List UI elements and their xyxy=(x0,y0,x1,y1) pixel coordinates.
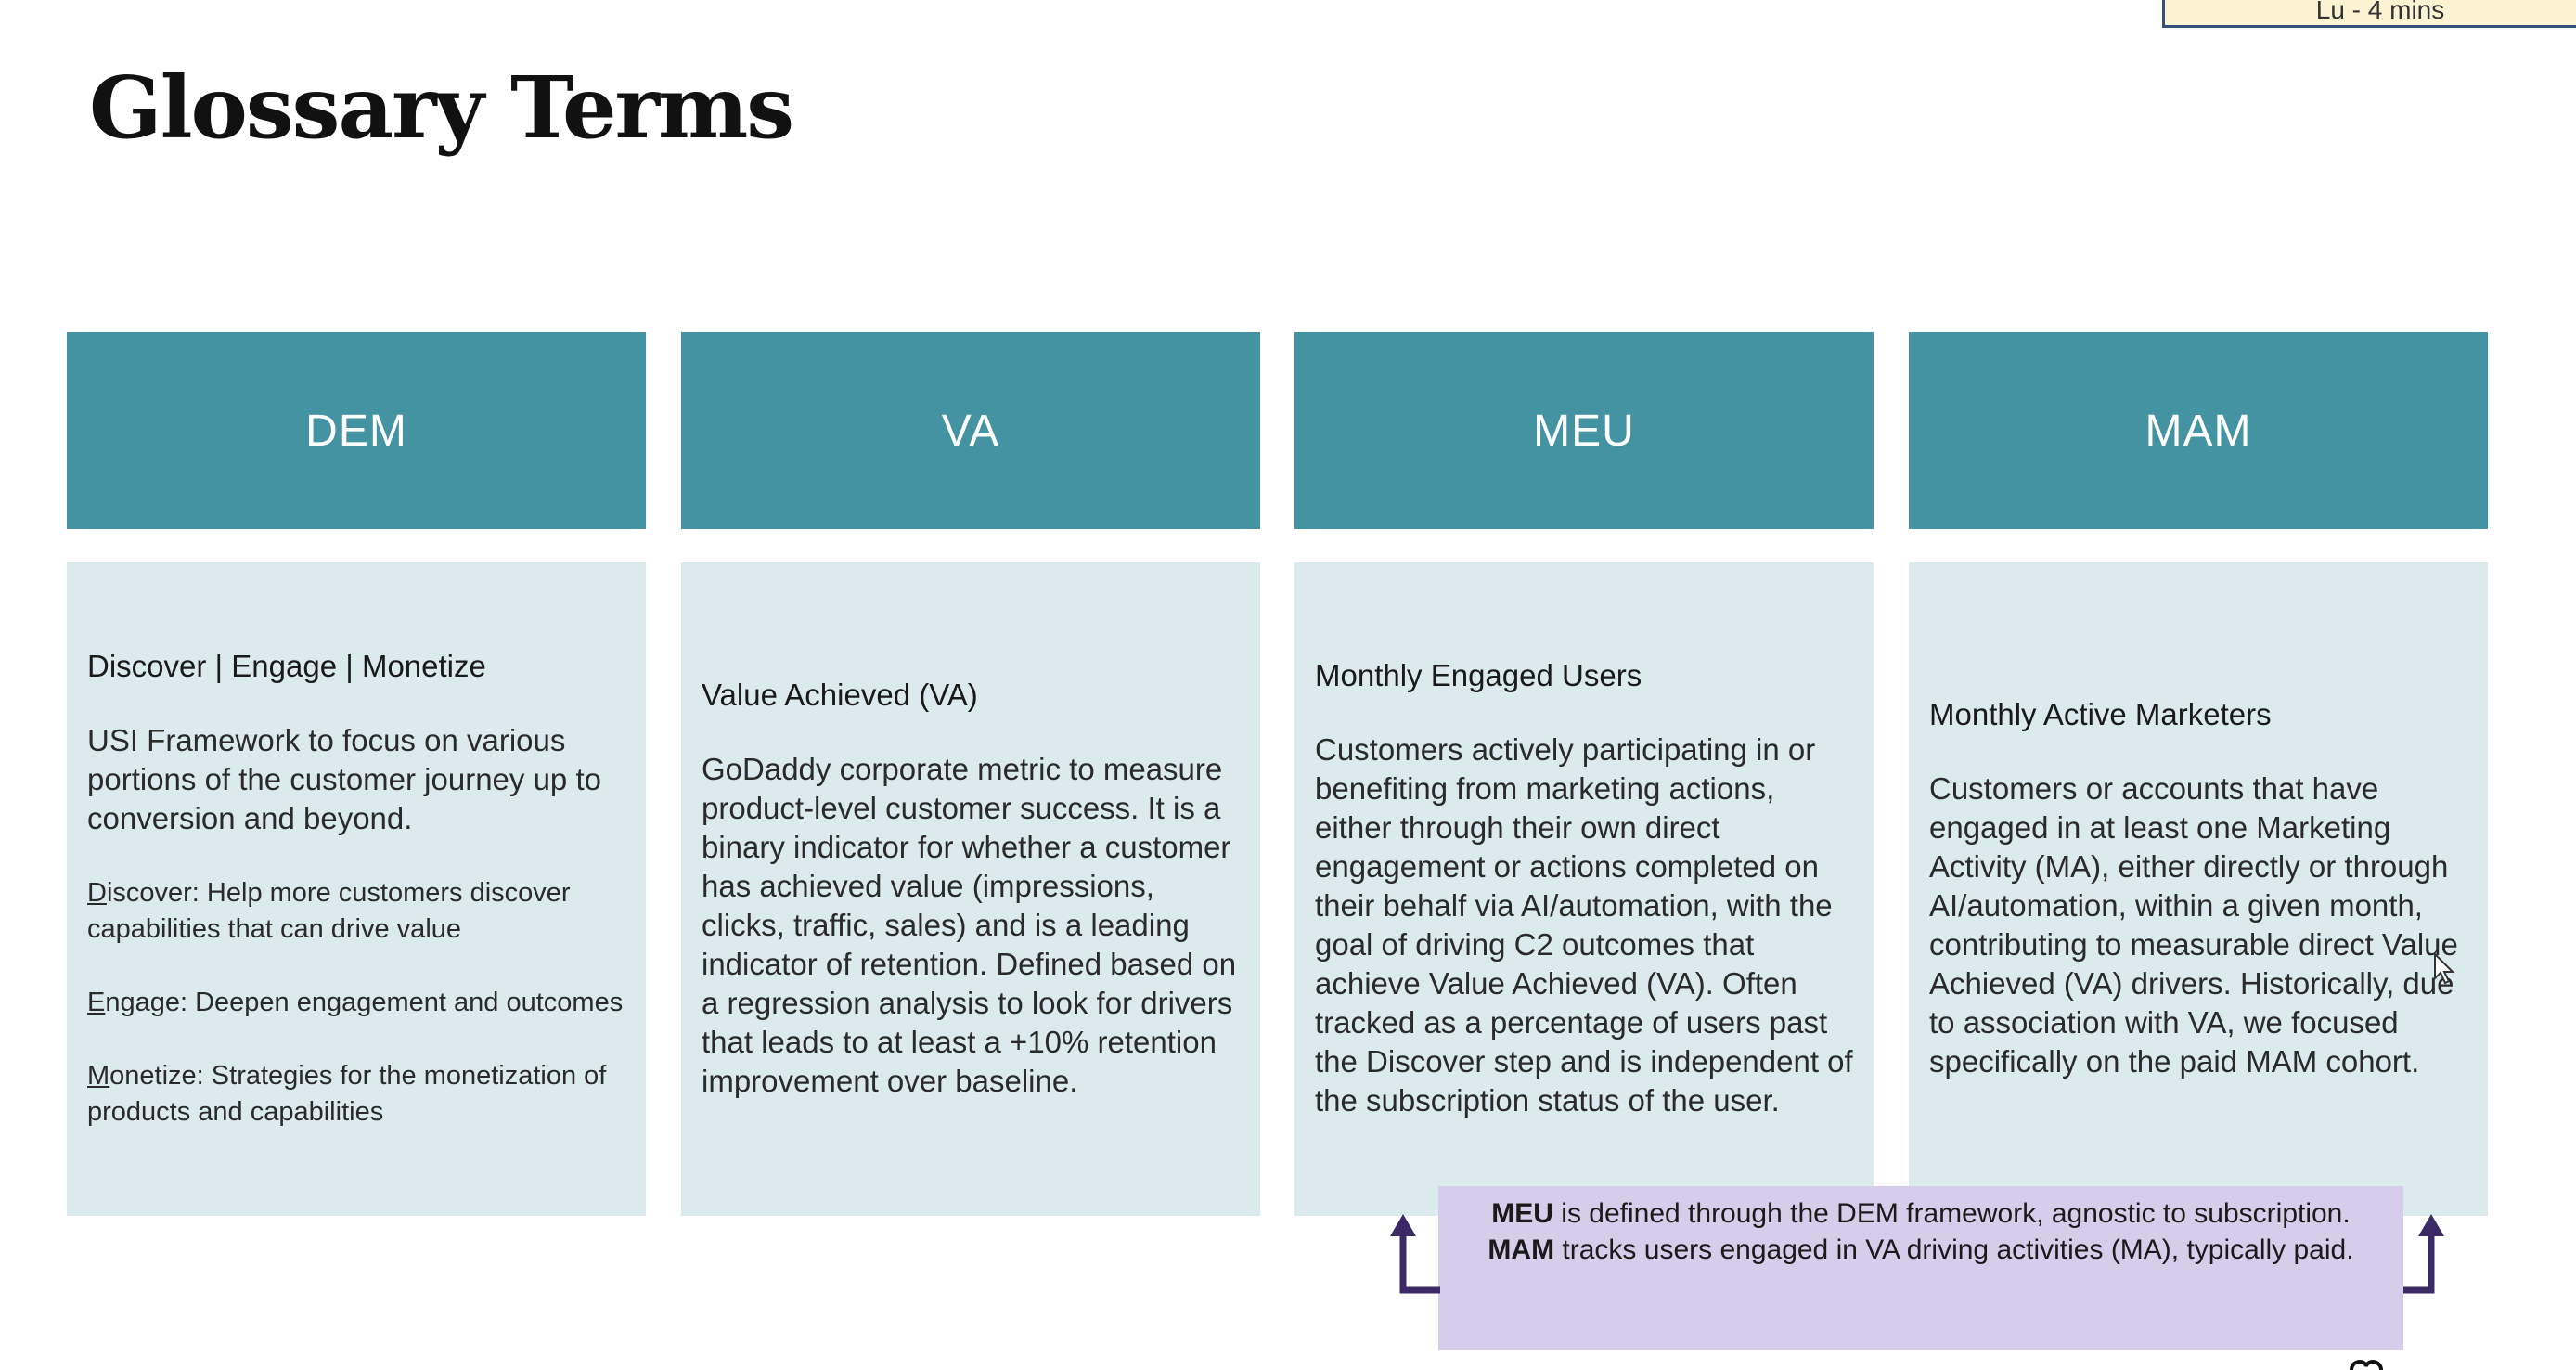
note-line-mam: MAM tracks users engaged in VA driving a… xyxy=(1475,1232,2366,1268)
term-desc-dem: USI Framework to focus on various portio… xyxy=(87,722,601,835)
mouse-cursor-icon xyxy=(2434,952,2455,985)
column-va: VA Value Achieved (VA) GoDaddy corporate… xyxy=(681,332,1260,1216)
column-body-dem: Discover | Engage | Monetize USI Framewo… xyxy=(67,562,646,1216)
note-line-meu: MEU is defined through the DEM framework… xyxy=(1475,1196,2366,1232)
dem-item-monetize: Monetize: Strategies for the monetizatio… xyxy=(87,1058,625,1131)
term-title-mam: Monthly Active Marketers xyxy=(1929,697,2272,731)
partial-icon xyxy=(2350,1360,2383,1370)
dem-text-monetize: onetize: Strategies for the monetization… xyxy=(87,1060,607,1127)
note-box: MEU is defined through the DEM framework… xyxy=(1438,1186,2403,1350)
column-meu: MEU Monthly Engaged Users Customers acti… xyxy=(1294,332,1874,1216)
column-dem: DEM Discover | Engage | Monetize USI Fra… xyxy=(67,332,646,1216)
term-title-dem: Discover | Engage | Monetize xyxy=(87,648,486,683)
column-mam: MAM Monthly Active Marketers Customers o… xyxy=(1909,332,2488,1216)
column-header-va: VA xyxy=(681,332,1260,529)
dem-initial-e: E xyxy=(87,987,106,1017)
note-text-mam: tracks users engaged in VA driving activ… xyxy=(1554,1234,2354,1265)
column-header-meu: MEU xyxy=(1294,332,1874,529)
note-bold-mam: MAM xyxy=(1488,1234,1555,1265)
column-header-dem: DEM xyxy=(67,332,646,529)
note-text-meu: is defined through the DEM framework, ag… xyxy=(1552,1198,2351,1229)
arrow-up-left-icon xyxy=(1390,1214,1440,1294)
term-desc-mam: Customers or accounts that have engaged … xyxy=(1929,771,2458,1079)
dem-text-engage: ngage: Deepen engagement and outcomes xyxy=(105,987,624,1017)
column-body-va: Value Achieved (VA) GoDaddy corporate me… xyxy=(681,562,1260,1216)
page-title: Glossary Terms xyxy=(89,58,794,158)
column-body-mam: Monthly Active Marketers Customers or ac… xyxy=(1909,562,2488,1216)
term-title-meu: Monthly Engaged Users xyxy=(1315,658,1642,692)
term-desc-va: GoDaddy corporate metric to measure prod… xyxy=(702,752,1237,1098)
dem-item-discover: Discover: Help more customers discover c… xyxy=(87,875,625,948)
note-bold-meu: MEU xyxy=(1491,1198,1553,1229)
term-title-va: Value Achieved (VA) xyxy=(702,678,978,712)
arrow-up-right-icon xyxy=(2403,1214,2444,1294)
dem-item-engage: Engage: Deepen engagement and outcomes xyxy=(87,985,625,1021)
column-header-mam: MAM xyxy=(1909,332,2488,529)
dem-initial-d: D xyxy=(87,877,107,908)
timer-label: Lu - 4 mins xyxy=(2315,0,2445,24)
column-body-meu: Monthly Engaged Users Customers actively… xyxy=(1294,562,1874,1216)
dem-text-discover: iscover: Help more customers discover ca… xyxy=(87,877,571,944)
term-desc-meu: Customers actively participating in or b… xyxy=(1315,732,1853,1118)
timer-tab: Lu - 4 mins xyxy=(2162,0,2576,28)
dem-initial-m: M xyxy=(87,1060,110,1091)
